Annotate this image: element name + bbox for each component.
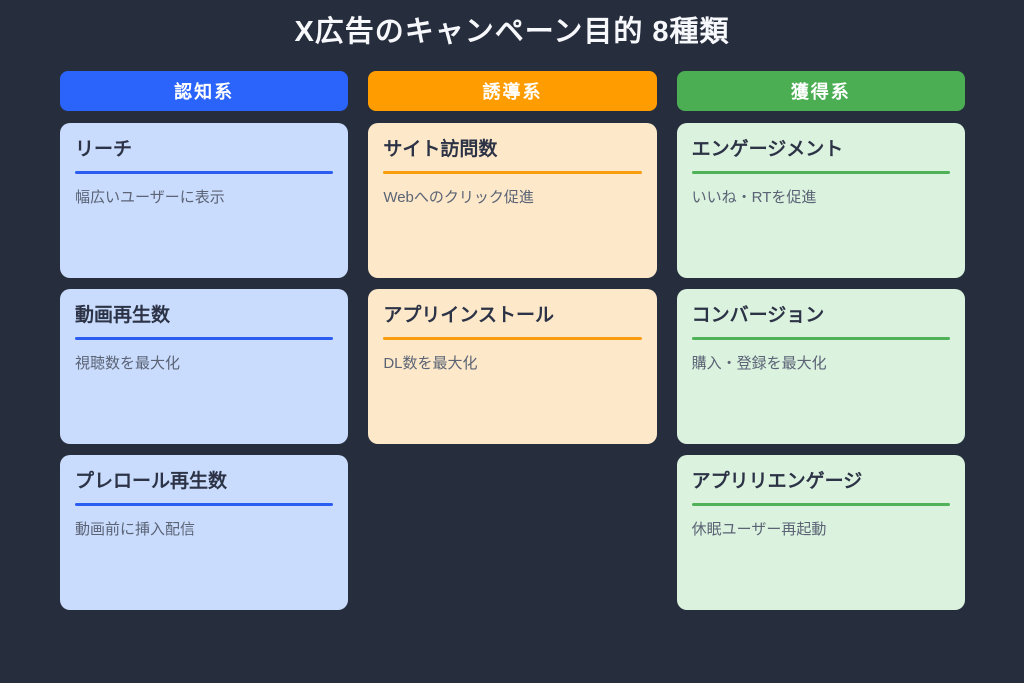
card-description: 購入・登録を最大化	[691, 355, 827, 373]
card-title: エンゲージメント	[691, 138, 844, 160]
card-traffic-1: アプリインストール DL数を最大化	[368, 288, 657, 444]
card-traffic-0: サイト訪問数 Webへのクリック促進	[368, 122, 657, 278]
card-awareness-1: 動画再生数視聴数を最大化	[60, 288, 349, 444]
card-acquisition-2: アプリリエンゲージ休眠ユーザー再起動	[676, 454, 965, 610]
card-acquisition-1: コンバージョン購入・登録を最大化	[676, 288, 965, 444]
column-header-traffic: 誘導系	[368, 70, 657, 111]
card-accent-underline	[691, 171, 950, 175]
card-title: 動画再生数	[75, 304, 171, 326]
card-description: 動画前に挿入配信	[75, 521, 196, 539]
card-description: DL数を最大化	[383, 355, 478, 373]
card-awareness-0: リーチ幅広いユーザーに表示	[60, 122, 349, 278]
card-title: プレロール再生数	[75, 470, 228, 492]
board: 認知系リーチ幅広いユーザーに表示動画再生数視聴数を最大化プレロール再生数動画前に…	[0, 50, 1024, 621]
card-description: 幅広いユーザーに表示	[75, 189, 225, 207]
column-header-awareness: 認知系	[60, 70, 349, 111]
column-traffic: 誘導系サイト訪問数 Webへのクリック促進アプリインストール DL数を最大化	[368, 70, 657, 455]
card-title: サイト訪問数	[383, 138, 498, 160]
card-description: Webへのクリック促進	[383, 189, 534, 207]
page-header: X広告のキャンペーン目的 8種類	[0, 0, 1024, 50]
card-accent-underline	[383, 171, 642, 175]
card-accent-underline	[383, 337, 642, 341]
card-description: いいね・RTを促進	[691, 189, 817, 207]
card-accent-underline	[75, 171, 334, 175]
card-accent-underline	[691, 337, 950, 341]
card-title: アプリリエンゲージ	[691, 470, 863, 492]
column-awareness: 認知系リーチ幅広いユーザーに表示動画再生数視聴数を最大化プレロール再生数動画前に…	[60, 70, 349, 621]
column-header-acquisition: 獲得系	[676, 70, 965, 111]
card-title: リーチ	[75, 138, 133, 160]
card-description: 視聴数を最大化	[75, 355, 181, 373]
page-title: X広告のキャンペーン目的 8種類	[294, 16, 730, 48]
card-title: コンバージョン	[691, 304, 825, 326]
column-acquisition: 獲得系エンゲージメントいいね・RTを促進コンバージョン購入・登録を最大化アプリリ…	[676, 70, 965, 621]
card-acquisition-0: エンゲージメントいいね・RTを促進	[676, 122, 965, 278]
card-accent-underline	[75, 337, 334, 341]
card-awareness-2: プレロール再生数動画前に挿入配信	[60, 454, 349, 610]
card-description: 休眠ユーザー再起動	[691, 521, 827, 539]
card-accent-underline	[691, 503, 950, 507]
card-title: アプリインストール	[383, 304, 554, 326]
card-accent-underline	[75, 503, 334, 507]
